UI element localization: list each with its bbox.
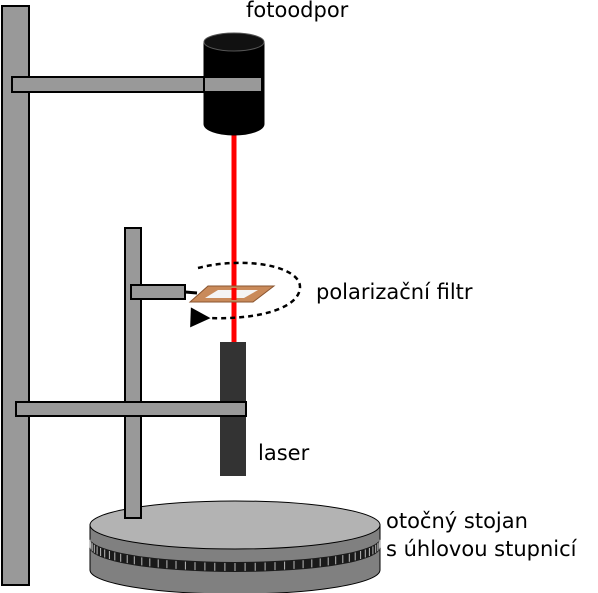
filter-holder-pin [184,290,198,295]
angular-scale-ticks [89,539,381,571]
lower-horizontal-arm [15,401,247,417]
stand-scale-band [90,538,380,572]
label-laser: laser [258,441,310,465]
rotating-stand [89,500,381,593]
label-photoresistor: fotoodpor [246,0,349,22]
photoresistor [203,32,265,136]
label-polarizer: polarizační filtr [316,280,473,304]
top-arm-front [203,76,263,93]
short-vertical-rod [124,227,142,519]
stand-top-disc [89,500,381,550]
filter-holder-arm [130,284,186,300]
label-stand-line2: s úhlovou stupnicí [386,537,577,561]
label-stand-line1: otočný stojan [386,509,528,533]
rotation-arrow-icon [190,261,302,328]
main-vertical-rod [1,5,30,586]
label-rotating-stand: otočný stojan s úhlovou stupnicí [386,507,577,563]
polarizing-filter [188,285,276,303]
photoresistor-top [203,32,265,52]
